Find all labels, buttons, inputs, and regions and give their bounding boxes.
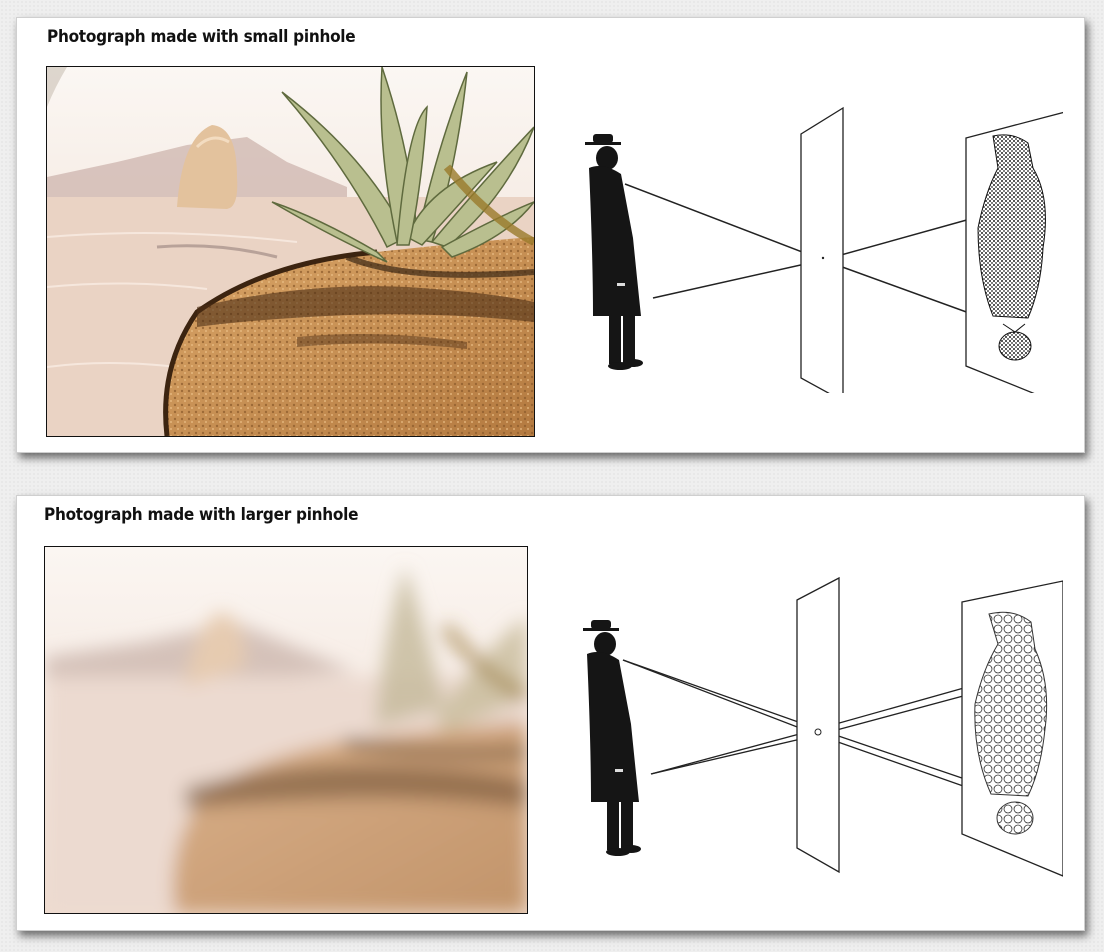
panel-larger-pinhole: Photograph made with larger pinhole	[16, 495, 1085, 931]
inverted-image	[974, 611, 1048, 835]
panel-title: Photograph made with small pinhole	[47, 27, 356, 47]
man-figure	[585, 134, 643, 370]
photo-larger-pinhole	[44, 546, 528, 914]
pinhole-diagram-small	[573, 88, 1063, 393]
pinhole-screen	[800, 106, 844, 393]
inverted-image	[977, 134, 1046, 361]
pinhole-diagram-larger	[573, 574, 1063, 880]
panel-small-pinhole: Photograph made with small pinhole	[16, 17, 1085, 453]
man-figure	[583, 620, 641, 856]
pinhole-screen	[796, 576, 840, 874]
photo-small-pinhole	[46, 66, 535, 437]
panel-title: Photograph made with larger pinhole	[44, 505, 359, 525]
